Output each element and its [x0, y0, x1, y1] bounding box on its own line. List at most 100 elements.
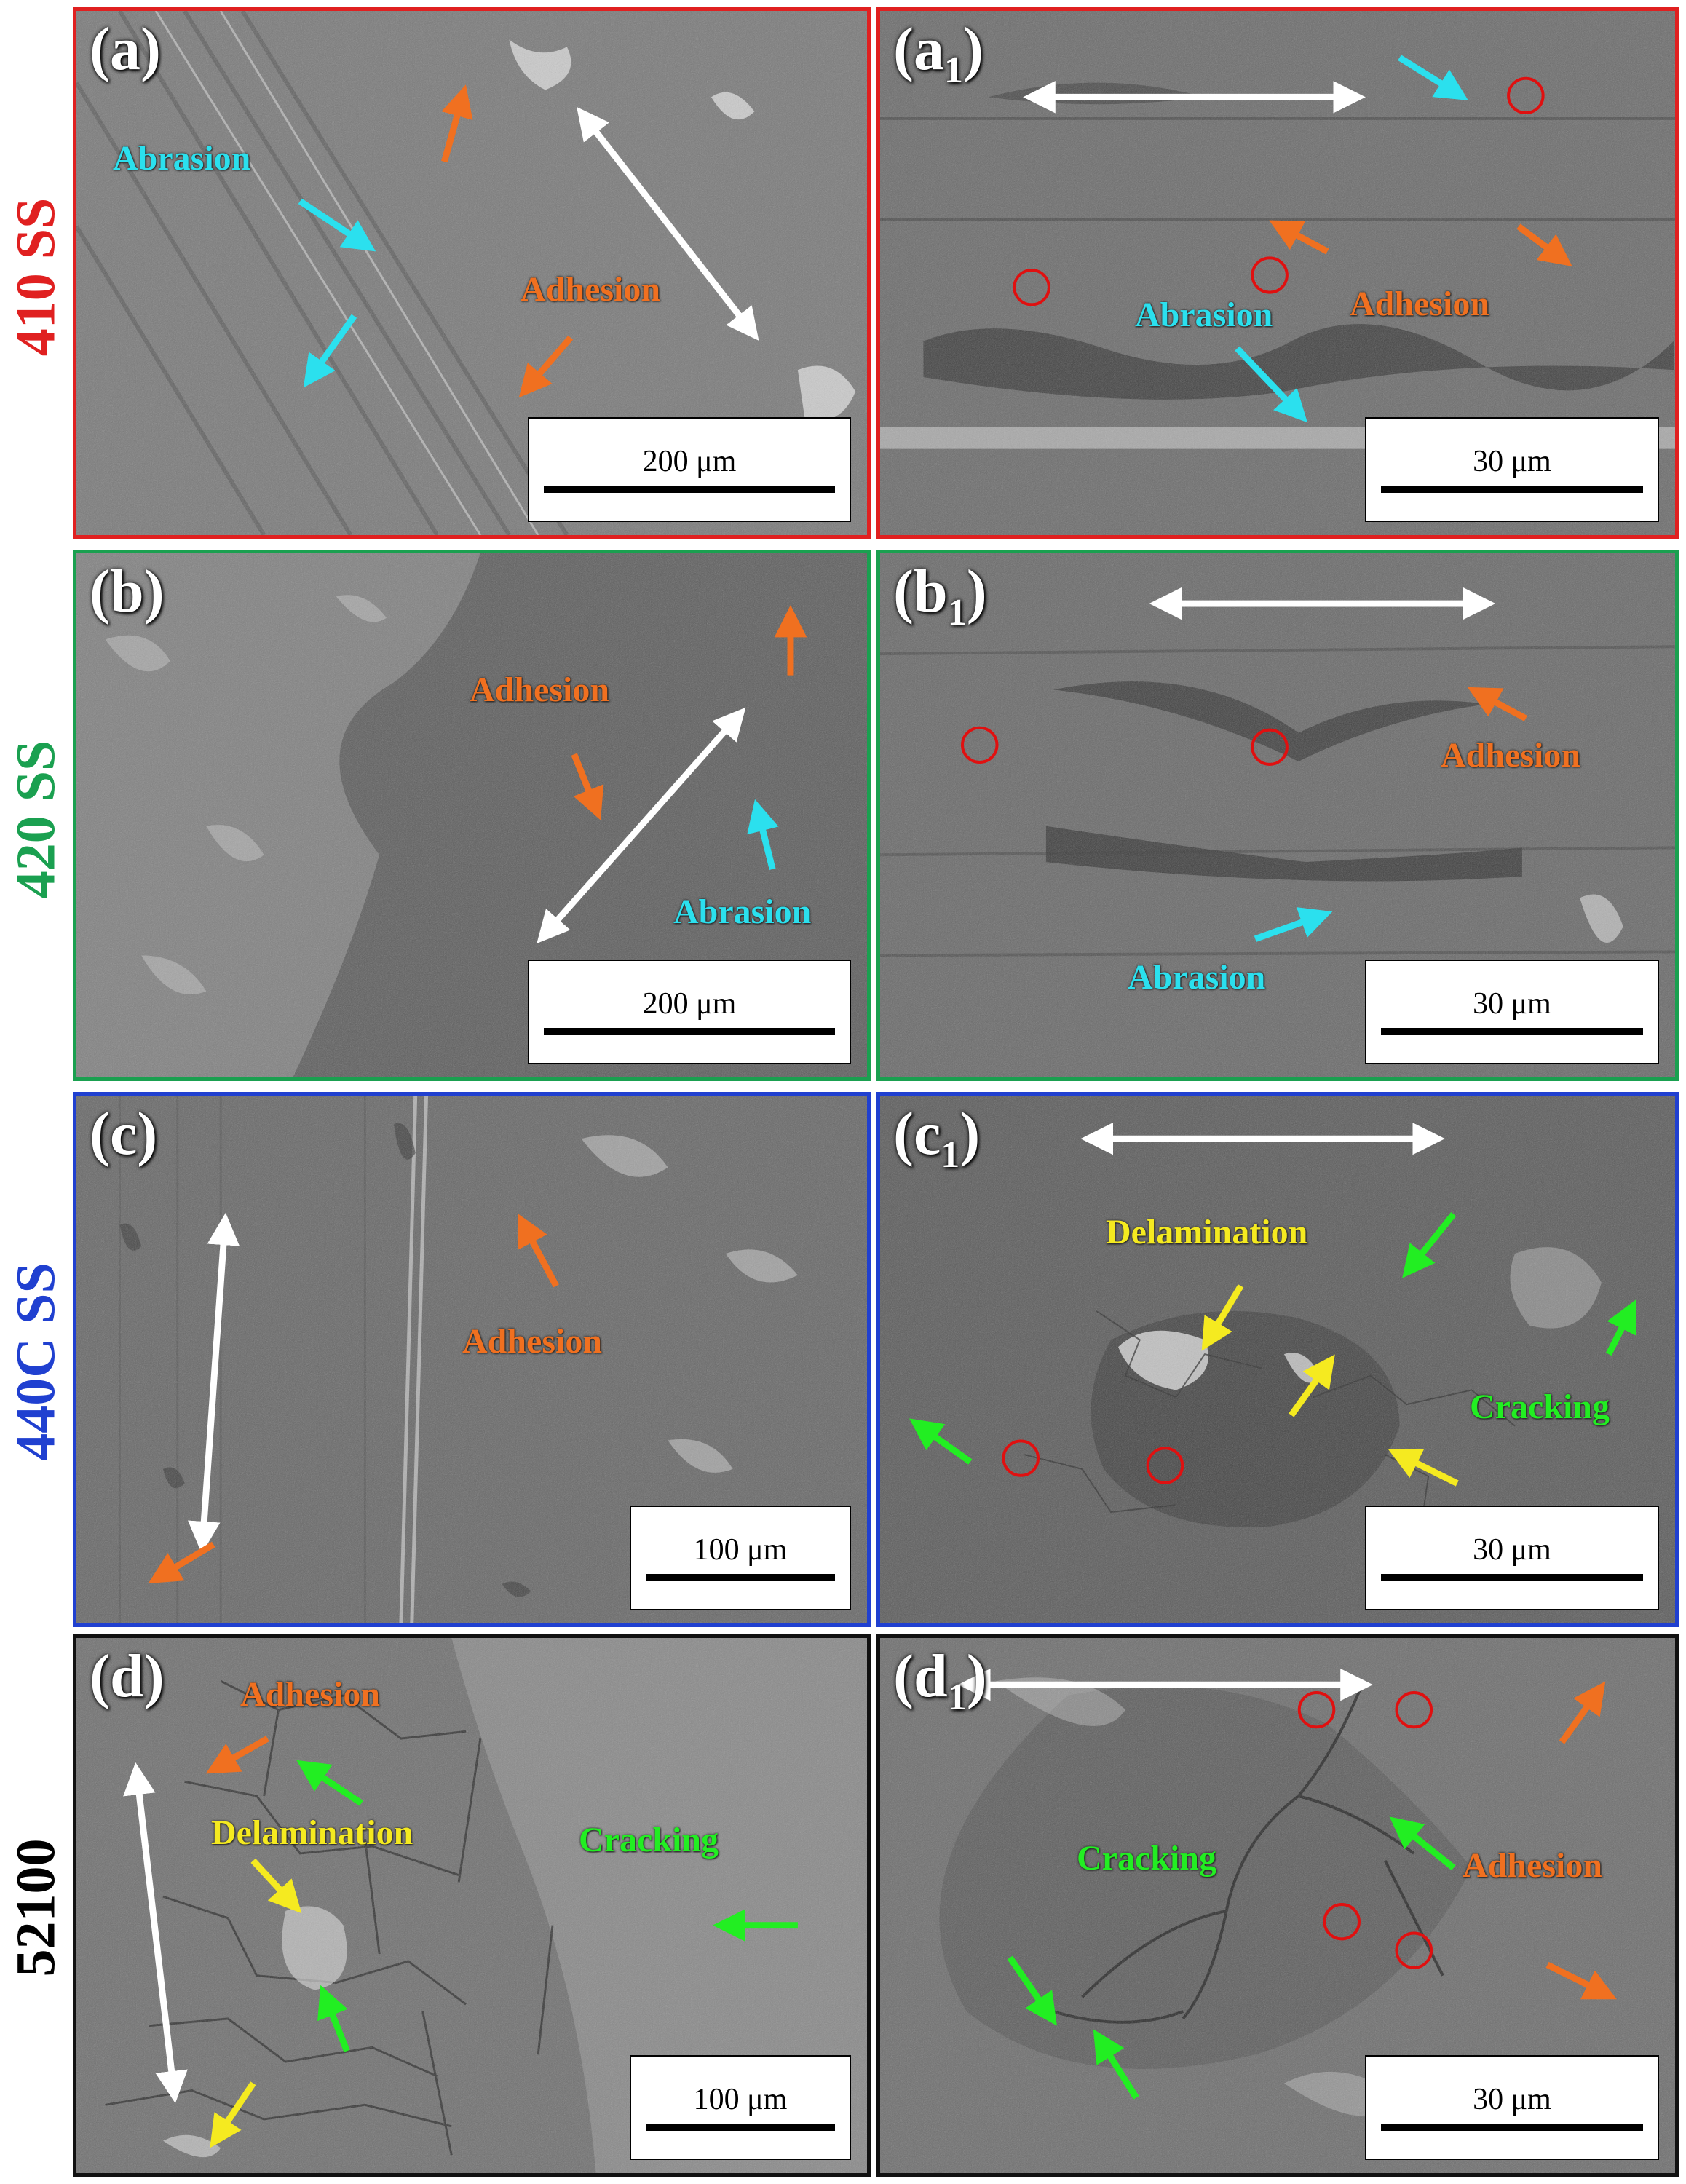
row-label-text: 410 SS: [5, 197, 67, 356]
annotation-overlay: [148, 1212, 559, 1584]
scale-bar-label: 30 μm: [1473, 1533, 1551, 1567]
annotation-overlay: [958, 1668, 1617, 2100]
sem-panel-c1: (c1) Delamination Cracking 30 μm: [876, 1092, 1679, 1627]
cracking-arrow: [1007, 1955, 1057, 2026]
particle-circle: [1507, 76, 1545, 115]
particle-circle: [1002, 1439, 1040, 1477]
annotation-overlay: [537, 605, 807, 944]
sliding-direction-arrow: [188, 1212, 240, 1554]
cracking-label: Cracking: [1470, 1388, 1610, 1426]
row-label-text: 440C SS: [5, 1262, 67, 1461]
abrasion-arrow: [1235, 346, 1307, 423]
cracking-arrow: [1605, 1299, 1636, 1356]
abrasion-arrow: [303, 314, 357, 388]
adhesion-arrow: [441, 84, 473, 163]
sem-panel-b: (b) Adhesion Abrasion 200 μm: [73, 550, 871, 1081]
adhesion-arrow: [1467, 687, 1527, 721]
sem-panel-a1: (a1) Abrasion Adhesion 30 μm: [876, 7, 1679, 539]
adhesion-label: Adhesion: [470, 670, 610, 709]
sem-panel-d: (d) Adhesion Delamination Cracking 100 μ…: [73, 1634, 871, 2177]
cracking-arrow: [317, 1985, 350, 2052]
scale-bar: 100 μm: [630, 1506, 851, 1610]
scale-bar: 200 μm: [528, 417, 851, 522]
row-label-text: 52100: [5, 1838, 67, 1977]
adhesion-arrow: [571, 753, 604, 820]
sem-image: [76, 1638, 867, 2173]
particle-circle: [1323, 1903, 1361, 1941]
adhesion-arrow: [205, 1736, 269, 1774]
scale-bar: 30 μm: [1365, 417, 1659, 522]
scale-bar-label: 100 μm: [693, 2083, 788, 2116]
abrasion-arrow: [1254, 907, 1333, 942]
scale-bar-label: 100 μm: [693, 1533, 788, 1567]
particle-circle: [1395, 1691, 1433, 1729]
scale-bar-label: 30 μm: [1473, 2083, 1551, 2116]
panel-label: (d): [90, 1642, 165, 1710]
delamination-arrow: [250, 1858, 302, 1914]
abrasion-arrow: [298, 198, 376, 252]
adhesion-arrow: [1269, 220, 1329, 255]
abrasion-arrow: [747, 799, 779, 871]
cracking-arrow: [296, 1760, 363, 1806]
scale-bar: 200 μm: [528, 960, 851, 1064]
delamination-label: Delamination: [211, 1813, 413, 1852]
annotation-overlay: [909, 1122, 1636, 1487]
annotation-overlay: [298, 84, 759, 398]
panel-label: (c): [90, 1100, 158, 1168]
abrasion-label: Abrasion: [113, 139, 251, 178]
scale-bar-label: 30 μm: [1473, 987, 1551, 1021]
particle-circle: [1251, 256, 1289, 294]
scale-bar: 30 μm: [1365, 960, 1659, 1064]
sliding-direction-arrow: [577, 106, 759, 341]
adhesion-label: Adhesion: [1441, 736, 1581, 775]
particle-circle: [1395, 1931, 1433, 1969]
row-label-410ss: 410 SS: [0, 7, 73, 546]
scale-bar: 30 μm: [1365, 2055, 1659, 2160]
delamination-label: Delamination: [1106, 1213, 1308, 1251]
sem-panel-d1: (d1) Cracking Adhesion 30 μm: [876, 1634, 1679, 2177]
abrasion-arrow: [1398, 55, 1468, 100]
scale-bar: 100 μm: [630, 2055, 851, 2160]
adhesion-label: Adhesion: [240, 1675, 381, 1714]
row-label-420ss: 420 SS: [0, 550, 73, 1088]
row-label-52100: 52100: [0, 1634, 73, 2180]
annotation-overlay: [123, 1736, 798, 2148]
panel-label: (b): [90, 558, 165, 625]
scale-bar-label: 30 μm: [1473, 445, 1551, 478]
abrasion-label: Abrasion: [1128, 958, 1266, 997]
adhesion-arrow: [1516, 223, 1572, 266]
sliding-direction-arrow: [123, 1762, 188, 2104]
scale-bar-label: 200 μm: [642, 987, 737, 1021]
panel-label: (b1): [893, 558, 987, 633]
adhesion-label: Adhesion: [521, 270, 661, 309]
panel-label: (c1): [893, 1100, 981, 1176]
sem-panel-a: (a) Abrasion Adhesion 200 μm: [73, 7, 871, 539]
cracking-arrow: [909, 1418, 973, 1465]
adhesion-arrow: [1559, 1681, 1606, 1744]
cracking-label: Cracking: [1077, 1839, 1216, 1878]
delamination-arrow: [1201, 1284, 1244, 1351]
adhesion-arrow: [148, 1541, 215, 1584]
adhesion-arrow: [1546, 1961, 1617, 2000]
cracking-arrow: [1389, 1816, 1456, 1871]
annotation-overlay: [1013, 55, 1572, 423]
particle-circle: [1013, 269, 1050, 306]
particle-circle: [1251, 728, 1289, 766]
row-label-text: 420 SS: [5, 740, 67, 898]
delamination-arrow: [1388, 1449, 1459, 1487]
adhesion-label: Adhesion: [462, 1322, 603, 1361]
particle-circle: [1297, 1691, 1336, 1729]
panel-label: (a1): [893, 15, 984, 91]
panel-label: (d1): [893, 1642, 987, 1718]
cracking-arrow: [1093, 2029, 1139, 2100]
cracking-arrow: [1402, 1211, 1457, 1278]
sem-panel-b1: (b1) Adhesion Abrasion 30 μm: [876, 550, 1679, 1081]
scale-bar: 30 μm: [1365, 1506, 1659, 1610]
annotation-overlay: [960, 587, 1527, 942]
adhesion-label: Adhesion: [1463, 1846, 1603, 1885]
abrasion-label: Abrasion: [1135, 296, 1273, 334]
abrasion-label: Abrasion: [673, 893, 812, 931]
cracking-label: Cracking: [579, 1821, 719, 1859]
adhesion-label: Adhesion: [1350, 285, 1490, 323]
row-label-440css: 440C SS: [0, 1092, 73, 1631]
